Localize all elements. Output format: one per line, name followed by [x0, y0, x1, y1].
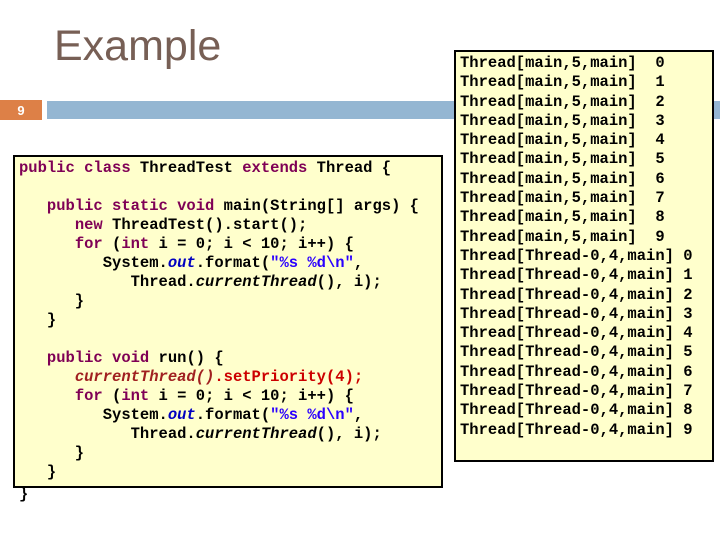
output-line: Thread[Thread-0,4,main] 5	[460, 343, 693, 362]
code-line: }	[19, 292, 85, 310]
code-line: currentThread().setPriority(4);	[74, 368, 364, 386]
java-code-block: public class ThreadTest extends Thread {…	[13, 155, 443, 488]
output-line: Thread[Thread-0,4,main] 1	[460, 266, 693, 285]
page-number-badge: 9	[0, 100, 42, 120]
output-line: Thread[Thread-0,4,main] 6	[460, 362, 693, 381]
output-line: Thread[main,5,main] 9	[460, 227, 665, 246]
output-line: Thread[main,5,main] 1	[460, 73, 665, 92]
code-line: }	[19, 463, 57, 481]
code-line: new ThreadTest().start();	[74, 216, 308, 234]
output-line: Thread[Thread-0,4,main] 2	[460, 285, 693, 304]
output-line: Thread[Thread-0,4,main] 0	[460, 246, 693, 265]
code-line: for (int i = 0; i < 10; i++) {	[74, 387, 354, 405]
code-line: }	[19, 444, 85, 462]
output-line: Thread[main,5,main] 5	[460, 150, 665, 169]
class-closing-brace: }	[19, 485, 29, 503]
output-line: Thread[main,5,main] 4	[460, 131, 665, 150]
code-line: }	[19, 311, 57, 329]
output-line: Thread[Thread-0,4,main] 7	[460, 382, 693, 401]
output-line: Thread[Thread-0,4,main] 3	[460, 304, 693, 323]
code-line: public class ThreadTest extends Thread {	[19, 159, 392, 177]
output-line: Thread[main,5,main] 6	[460, 169, 665, 188]
code-line: System.out.format("%s %d\n",	[19, 254, 364, 272]
output-line: Thread[Thread-0,4,main] 8	[460, 401, 693, 420]
code-line	[19, 178, 441, 197]
slide-title: Example	[54, 22, 222, 70]
output-line: Thread[Thread-0,4,main] 4	[460, 324, 693, 343]
code-line: public static void main(String[] args) {	[46, 197, 419, 215]
code-line	[19, 330, 441, 349]
code-line: for (int i = 0; i < 10; i++) {	[74, 235, 354, 253]
code-line: Thread.currentThread(), i);	[19, 425, 382, 443]
code-line: public void run() {	[46, 349, 224, 367]
output-line: Thread[main,5,main] 8	[460, 208, 665, 227]
code-line: System.out.format("%s %d\n",	[19, 406, 364, 424]
output-line: Thread[main,5,main] 7	[460, 189, 665, 208]
page-number: 9	[17, 102, 25, 118]
output-line: Thread[main,5,main] 2	[460, 92, 665, 111]
code-line: Thread.currentThread(), i);	[19, 273, 382, 291]
output-line: Thread[Thread-0,4,main] 9	[460, 420, 693, 439]
output-line: Thread[main,5,main] 3	[460, 111, 665, 130]
output-line: Thread[main,5,main] 0	[460, 54, 665, 72]
